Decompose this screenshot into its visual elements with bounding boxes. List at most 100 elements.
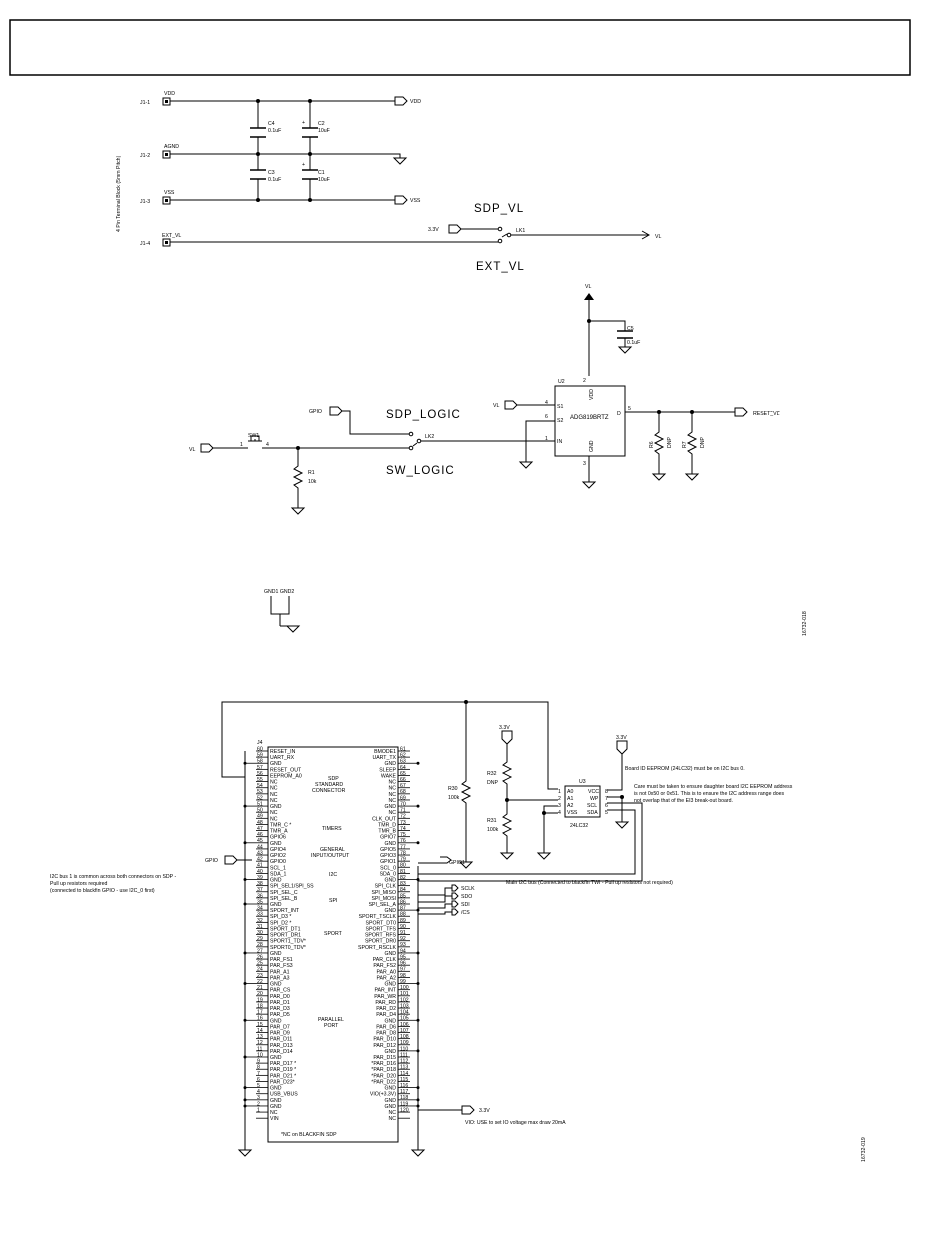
j4-pin-number: 8 xyxy=(257,1065,260,1071)
j4-pin-number: 37 xyxy=(257,887,263,893)
j4-pin-number: 117 xyxy=(400,1089,408,1095)
j4-pin-number: 104 xyxy=(400,1010,409,1016)
j4-pin-name: SPI_CLK xyxy=(375,884,397,890)
u3-pin-name: A2 xyxy=(567,803,573,809)
j4-pin-number: 114 xyxy=(400,1071,408,1077)
j4-pin-name: GND xyxy=(270,878,282,884)
r31-ref: R31 xyxy=(487,818,497,824)
u3-pin-name: WP xyxy=(590,796,599,802)
j4-pin-name: PAR_D10 xyxy=(373,1037,396,1043)
j4-pin-name: PAR_A1 xyxy=(270,969,290,975)
j4-junction xyxy=(243,761,247,765)
j4-pin-number: 99 xyxy=(400,979,406,985)
j4-pin-name: GPIO4 xyxy=(270,847,286,853)
j4-pin-name: PAR_D8 xyxy=(376,1031,396,1037)
j4-pin-name: PAR_D21 * xyxy=(270,1073,296,1079)
j4-pin-number: 40 xyxy=(257,869,263,875)
j4-pin-name: SDA_1 xyxy=(270,871,287,877)
supply-label: 3.3V xyxy=(499,725,510,731)
u3-pin-name: A1 xyxy=(567,796,573,802)
j4-pin-number: 51 xyxy=(257,801,263,807)
j4-pin-name: TMR_B xyxy=(378,829,396,835)
u2-pin-name: GND xyxy=(589,440,595,452)
u2-pin-name: S1 xyxy=(557,404,563,410)
u3-pin-name: SDA xyxy=(587,810,598,816)
j4-group: PARALLEL xyxy=(318,1017,344,1023)
j4-bottom-grounds xyxy=(237,866,426,1157)
j4-pin-number: 7 xyxy=(257,1071,260,1077)
ground-symbol xyxy=(285,625,301,633)
j4-pin-name: GND xyxy=(270,951,282,957)
j4-pin-number: 84 xyxy=(400,887,406,893)
capacitor-ref: C4 xyxy=(268,121,275,127)
j4-pin-name: NC xyxy=(389,786,397,792)
j4-junction xyxy=(243,804,247,808)
j4-pin-name: *PAR_D18 xyxy=(371,1067,396,1073)
j4-pin-name: NC xyxy=(270,810,278,816)
j4-pin-name: TMR_C * xyxy=(270,822,291,828)
j4-pin-name: SPORT_RSCLK xyxy=(358,945,396,951)
j4-pin-number: 38 xyxy=(257,881,263,887)
u3-pin-num: 7 xyxy=(605,796,608,802)
reset-section: VL C5 0.1uF U2 ADG819BRTZ VDD GND D S1 S… xyxy=(189,284,808,636)
j4-pin-number: 35 xyxy=(257,899,263,905)
j4-pin-name: GND xyxy=(384,908,396,914)
j4-pin-name: GPIO0 xyxy=(270,859,286,865)
j4-pin-name: PAR_D23* xyxy=(270,1079,295,1085)
j4-pin-number: 77 xyxy=(400,844,406,850)
j4-pin-number: 33 xyxy=(257,912,263,918)
u3-pin-num: 4 xyxy=(558,810,561,816)
r32-ref: R32 xyxy=(487,771,497,777)
j4-pin-name: VIN xyxy=(270,1116,279,1122)
j4-pin-number: 105 xyxy=(400,1016,409,1022)
vl-supply-label: VL xyxy=(585,284,591,290)
ground-symbol xyxy=(290,507,306,515)
j4-pin-name: SPI_D3 * xyxy=(270,914,291,920)
j4-pin-name: PAR_D7 xyxy=(270,1024,290,1030)
j4-group: SPI xyxy=(329,898,337,904)
j4-pin-number: 19 xyxy=(257,997,263,1003)
u2-ref: U2 xyxy=(558,379,565,385)
j4-pin-name: GND xyxy=(270,1098,282,1104)
j4-pin-number: 16 xyxy=(257,1016,263,1022)
j4-pin-number: 6 xyxy=(257,1077,260,1083)
j4-pin-number: 66 xyxy=(400,777,406,783)
j4-pin-number: 50 xyxy=(257,808,263,814)
lk2-gpio-label: GPIO xyxy=(309,409,322,415)
j4-pin-name: GPIO2 xyxy=(270,853,286,859)
j4-junction xyxy=(243,841,247,845)
u3-pin-name: VSS xyxy=(567,810,578,816)
u2-pin-num: 1 xyxy=(545,436,548,442)
j4-pin-name: VIO(+3.3V) xyxy=(370,1092,396,1098)
j4-pin-name: SLEEP xyxy=(379,767,396,773)
gpio1-net-label: GPIO1 xyxy=(449,860,465,866)
j4-ref: J4 xyxy=(257,740,263,746)
j4-pin-number: 100 xyxy=(400,985,409,991)
j4-pin-name: GPIO7 xyxy=(380,835,396,841)
j4-pin-number: 41 xyxy=(257,863,263,869)
power-rails xyxy=(170,99,401,243)
j4-pin-name: NC xyxy=(270,1110,278,1116)
j4-pin-name: GND xyxy=(384,1104,396,1110)
u3-pin-num: 8 xyxy=(605,789,608,795)
j4-pin-name: *PAR_D16 xyxy=(371,1061,396,1067)
j4-pin-number: 23 xyxy=(257,973,263,979)
j4-pin-number: 36 xyxy=(257,893,263,899)
j4-pin-name: SCL_1 xyxy=(270,865,286,871)
u2-pin-name: IN xyxy=(557,439,562,445)
j4-pin-name: PAR_FS2 xyxy=(373,963,396,969)
terminal-net-label: VDD xyxy=(164,91,175,97)
lk2-ref: LK2 xyxy=(425,434,434,440)
j4-pin-name: SPI_D2 * xyxy=(270,920,291,926)
capacitor-ref: C2 xyxy=(318,121,325,127)
j4-pin-name: PAR_D2 xyxy=(376,1006,396,1012)
j4-pin-name: SPORT_DT1 xyxy=(270,926,301,932)
j4-pin-number: 60 xyxy=(257,746,263,752)
r6-value: DNP xyxy=(667,437,673,448)
j4-pin-number: 86 xyxy=(400,899,406,905)
j4-junction xyxy=(416,841,420,845)
u3-pin-num: 3 xyxy=(558,803,561,809)
u2-pin-name: VDD xyxy=(589,389,595,400)
j4-pin-number: 92 xyxy=(400,936,406,942)
j4-pin-name: SPI_SEL_C xyxy=(270,890,298,896)
